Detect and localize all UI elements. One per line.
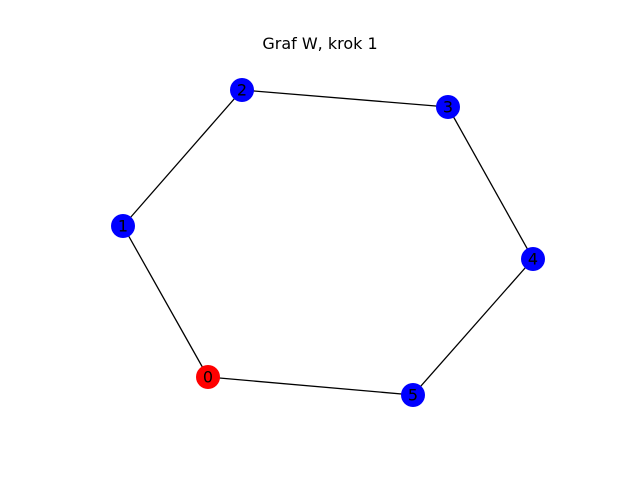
node-circle-2	[230, 78, 254, 102]
node-4: 4	[521, 247, 545, 271]
node-circle-0	[196, 365, 220, 389]
node-label-5: 5	[408, 386, 418, 405]
edge-0-1	[122, 225, 209, 378]
edge-3-4	[447, 106, 534, 260]
edges-layer	[122, 89, 534, 396]
node-label-1: 1	[118, 217, 128, 236]
node-5: 5	[401, 383, 425, 407]
node-label-3: 3	[443, 98, 453, 117]
node-circle-4	[521, 247, 545, 271]
graph-title: Graf W, krok 1	[262, 34, 378, 53]
node-2: 2	[230, 78, 254, 102]
node-0: 0	[196, 365, 220, 389]
node-circle-5	[401, 383, 425, 407]
node-label-0: 0	[203, 368, 213, 387]
node-1: 1	[111, 214, 135, 238]
edge-5-0	[207, 376, 414, 396]
node-circle-3	[436, 95, 460, 119]
node-label-4: 4	[528, 250, 538, 269]
nodes-layer: 0 1 2 3 4 5	[111, 78, 545, 407]
edge-1-2	[122, 89, 243, 227]
node-circle-1	[111, 214, 135, 238]
node-label-2: 2	[237, 81, 247, 100]
node-3: 3	[436, 95, 460, 119]
edge-2-3	[241, 89, 449, 108]
edge-4-5	[412, 258, 534, 396]
